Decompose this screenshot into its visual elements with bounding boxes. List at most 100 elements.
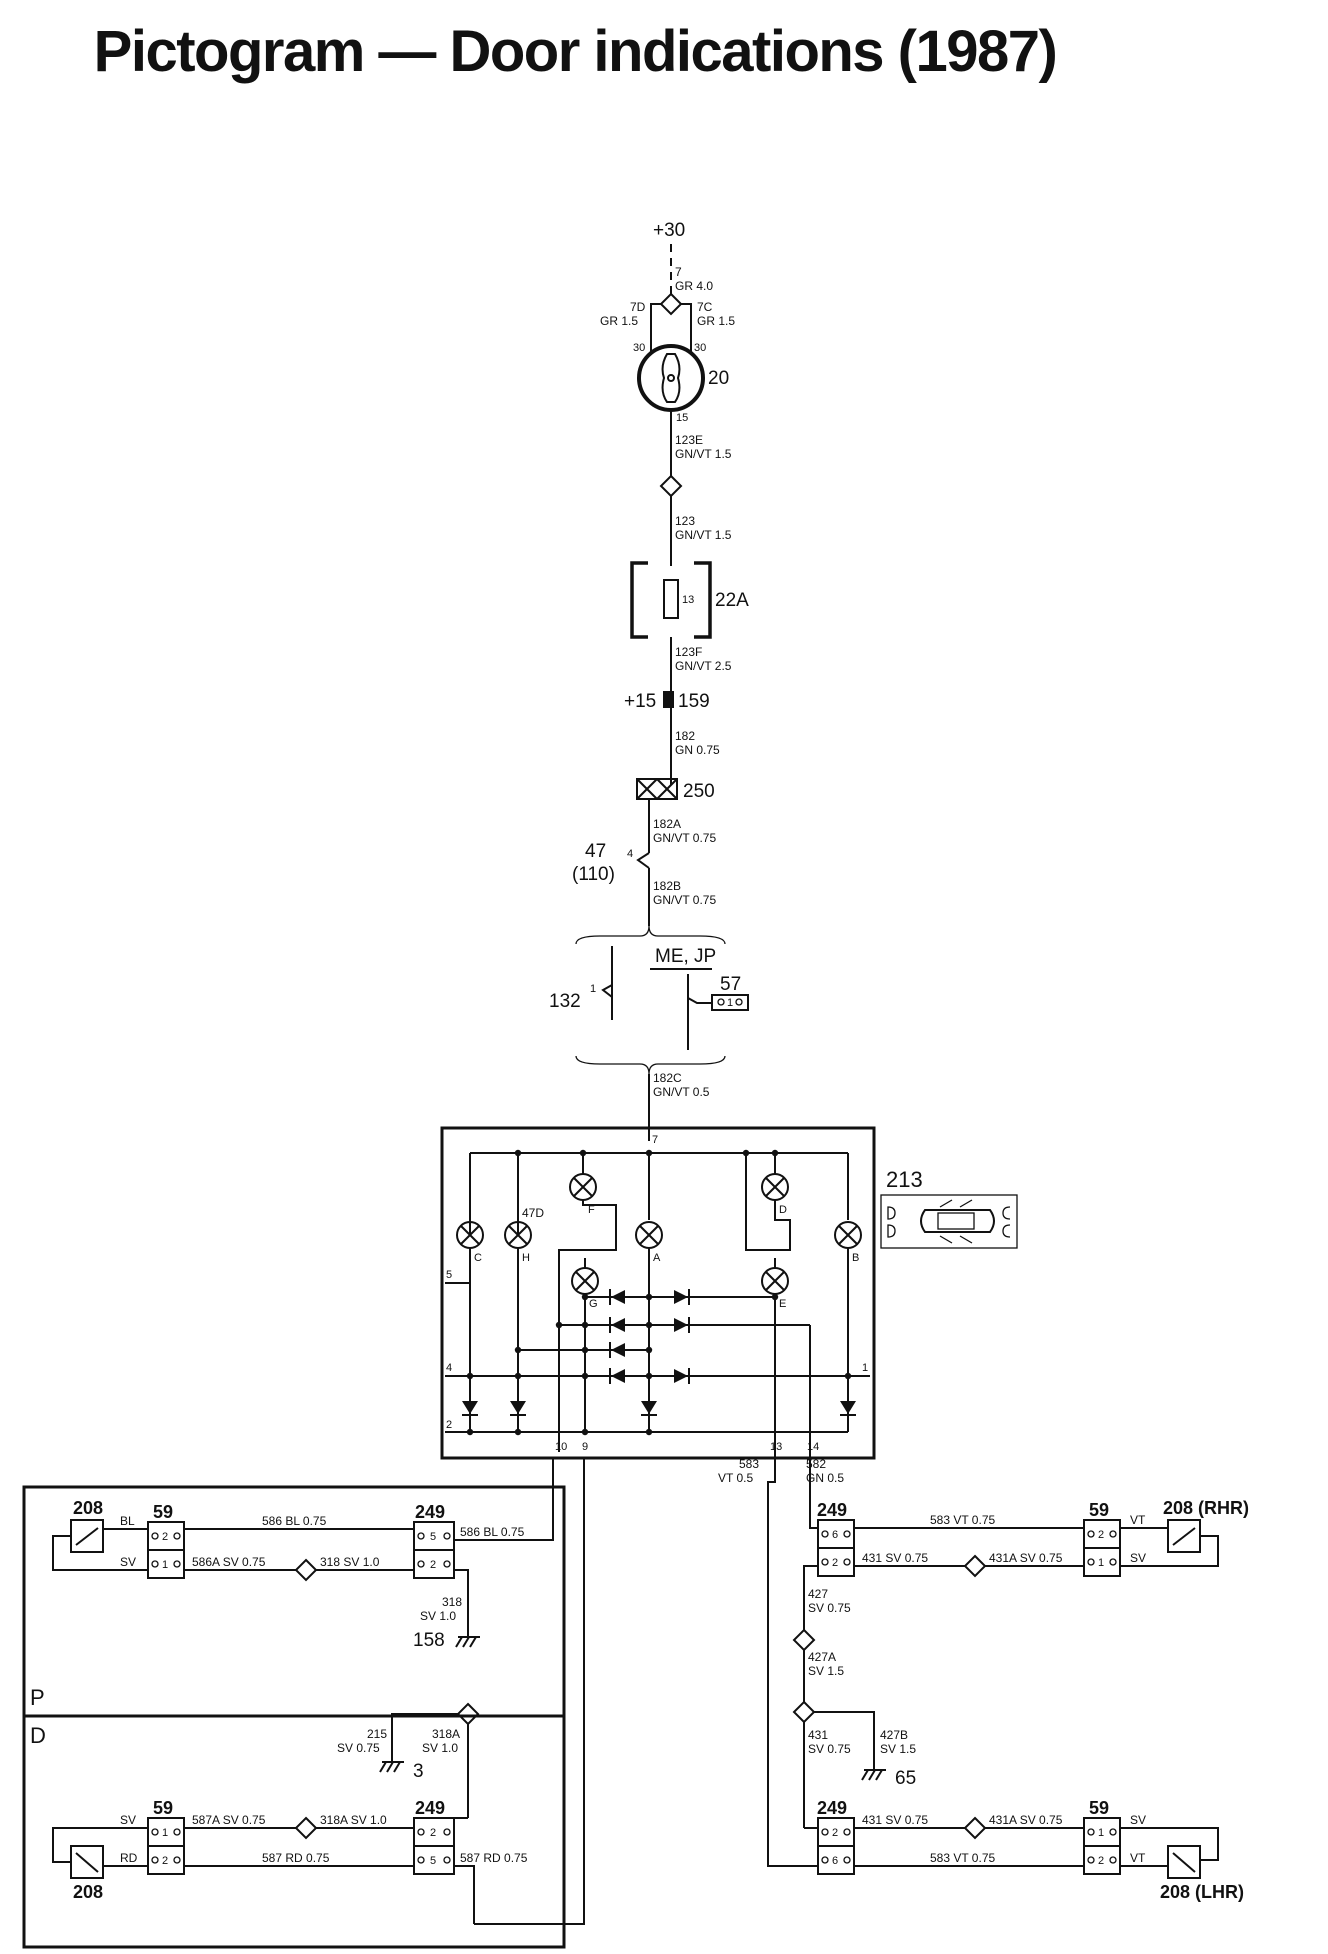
wire-7-label: 7: [675, 265, 682, 279]
panel-pin-5: 5: [446, 1269, 452, 1281]
wire-123f-spec: GN/VT 2.5: [675, 659, 732, 673]
wire-318a-v-spec: SV 1.0: [422, 1741, 458, 1755]
wire-318a-v-label: 318A: [432, 1727, 460, 1741]
pin-249p-2: 2: [430, 1559, 436, 1571]
connector-59-p: 2 1 59: [147, 1502, 185, 1579]
pin-59d-1: 1: [162, 1827, 168, 1839]
wire-7d-spec: GR 1.5: [600, 314, 638, 328]
connector-250: 250: [636, 778, 715, 802]
wire-123f-label: 123F: [675, 645, 702, 659]
wire-sv-d-label: SV: [120, 1813, 136, 1827]
connector-47: 47: [585, 841, 606, 862]
splice-7: [660, 293, 682, 315]
wire-182b-label: 182B: [653, 879, 681, 893]
lamp-h-label: H: [522, 1252, 530, 1264]
connector-number: 250: [683, 781, 715, 802]
ground-65-icon: [861, 1769, 887, 1781]
section-p-label: P: [30, 1685, 45, 1710]
wire-318v-label: 318: [442, 1595, 462, 1609]
pin-59p-1: 1: [162, 1559, 168, 1571]
wire-318a-label: 318A SV 1.0: [320, 1813, 387, 1827]
diode-10-icon: [640, 1400, 658, 1416]
wire-182b-spec: GN/VT 0.75: [653, 893, 716, 907]
page-title: Pictogram — Door indications (1987): [93, 19, 1058, 84]
switch-208-lhr-label: 208 (LHR): [1160, 1882, 1244, 1902]
connector-249-p-label: 249: [415, 1502, 445, 1522]
connector-59-d: 1 2 59: [147, 1798, 185, 1875]
splice-318a: [457, 1703, 479, 1725]
wire-583-label: 583: [739, 1457, 759, 1471]
wire-215-label: 215: [367, 1727, 387, 1741]
lamp-g-label: G: [589, 1298, 598, 1310]
wire-586-label: 586 BL 0.75: [262, 1514, 327, 1528]
connector-59-p-label: 59: [153, 1502, 173, 1522]
right-door-circuits: 583 VT 0.5 582 GN 0.5 6 2 249 583 VT 0.7…: [718, 1452, 1249, 1902]
junction-number: 159: [678, 691, 710, 712]
wire-427b-spec: SV 1.5: [880, 1742, 916, 1756]
connector-59-lhr-label: 59: [1089, 1798, 1109, 1818]
wire-182a-label: 182A: [653, 817, 681, 831]
plus15-label: +15: [624, 691, 656, 712]
door-switch-208-rhr: 208 (RHR): [1163, 1498, 1249, 1553]
diode-1-icon: [609, 1288, 626, 1306]
pin-249p-5: 5: [430, 1531, 436, 1543]
pin-59l-1: 1: [1098, 1827, 1104, 1839]
wire-123-spec: GN/VT 1.5: [675, 528, 732, 542]
panel-pin-7: 7: [652, 1134, 658, 1146]
ground-3-label: 3: [413, 1761, 424, 1782]
lamp-c-label: C: [474, 1252, 482, 1264]
connector-249-lhr-label: 249: [817, 1798, 847, 1818]
wire-431ab-label: 431A SV 0.75: [989, 1813, 1063, 1827]
wire-583-spec: VT 0.5: [718, 1471, 753, 1485]
pin-30-left: 30: [633, 342, 645, 354]
door-switch-208-lhr: 208 (LHR): [1160, 1845, 1244, 1902]
ignition-switch-20: 20: [637, 344, 729, 412]
wire-182-label: 182: [675, 729, 695, 743]
connector-249-d: 2 5 249: [413, 1798, 455, 1875]
block-132: 132: [549, 991, 581, 1012]
connector-59-lhr: 1 2 59: [1083, 1798, 1121, 1875]
pin-1-57: 1: [727, 997, 733, 1009]
connector-59-rhr-label: 59: [1089, 1500, 1109, 1520]
pin-249d-5: 5: [430, 1855, 436, 1867]
door-switch-208-p: 208: [70, 1498, 104, 1553]
wire-427a-spec: SV 1.5: [808, 1664, 844, 1678]
indicator-panel-213: 213 7 C H 47D F A D B G E: [440, 1126, 1018, 1460]
market-bracket: ME, JP 132 1 1 57: [549, 925, 749, 1075]
wire-586b-label: 586 BL 0.75: [460, 1525, 525, 1539]
wire-123e-label: 123E: [675, 433, 703, 447]
wire-586a-label: 586A SV 0.75: [192, 1555, 266, 1569]
ground-65-label: 65: [895, 1768, 916, 1789]
lamp-b-icon: [834, 1221, 862, 1249]
section-d-label: D: [30, 1723, 46, 1748]
connector-249-p: 5 2 249: [413, 1502, 455, 1579]
wire-182c-spec: GN/VT 0.5: [653, 1085, 710, 1099]
panel-pin-10: 10: [555, 1441, 567, 1453]
connector-249-rhr: 6 2 249: [817, 1500, 855, 1577]
pin-1-132: 1: [590, 983, 596, 995]
wire-215-spec: SV 0.75: [337, 1741, 380, 1755]
ground-158-icon: [455, 1636, 481, 1648]
wire-182c-label: 182C: [653, 1071, 682, 1085]
diode-2-icon: [673, 1288, 690, 1306]
left-door-circuits: P D 208 BL SV 2 1 59 586 BL 0.75 586A SV…: [22, 1458, 585, 1949]
lamp-g-icon: [571, 1267, 599, 1295]
connector-59-d-label: 59: [153, 1798, 173, 1818]
pin-249r-2: 2: [832, 1557, 838, 1569]
wire-587b-label: 587 RD 0.75: [460, 1851, 528, 1865]
wire-583t-label: 583 VT 0.75: [930, 1513, 995, 1527]
lamp-a-label: A: [653, 1252, 661, 1264]
splice-431: [793, 1701, 815, 1723]
lamp-a-icon: [635, 1221, 663, 1249]
diode-4-icon: [673, 1316, 690, 1334]
splice-431a-bot: [964, 1817, 986, 1839]
wire-7-spec: GR 4.0: [675, 279, 713, 293]
pin-249d-2: 2: [430, 1827, 436, 1839]
ground-3-icon: [379, 1761, 405, 1773]
wire-sv-label: SV: [120, 1555, 136, 1569]
panel-number: 213: [886, 1167, 923, 1192]
diode-9-icon: [509, 1400, 527, 1416]
diode-3-icon: [609, 1316, 626, 1334]
wire-427a-label: 427A: [808, 1650, 836, 1664]
